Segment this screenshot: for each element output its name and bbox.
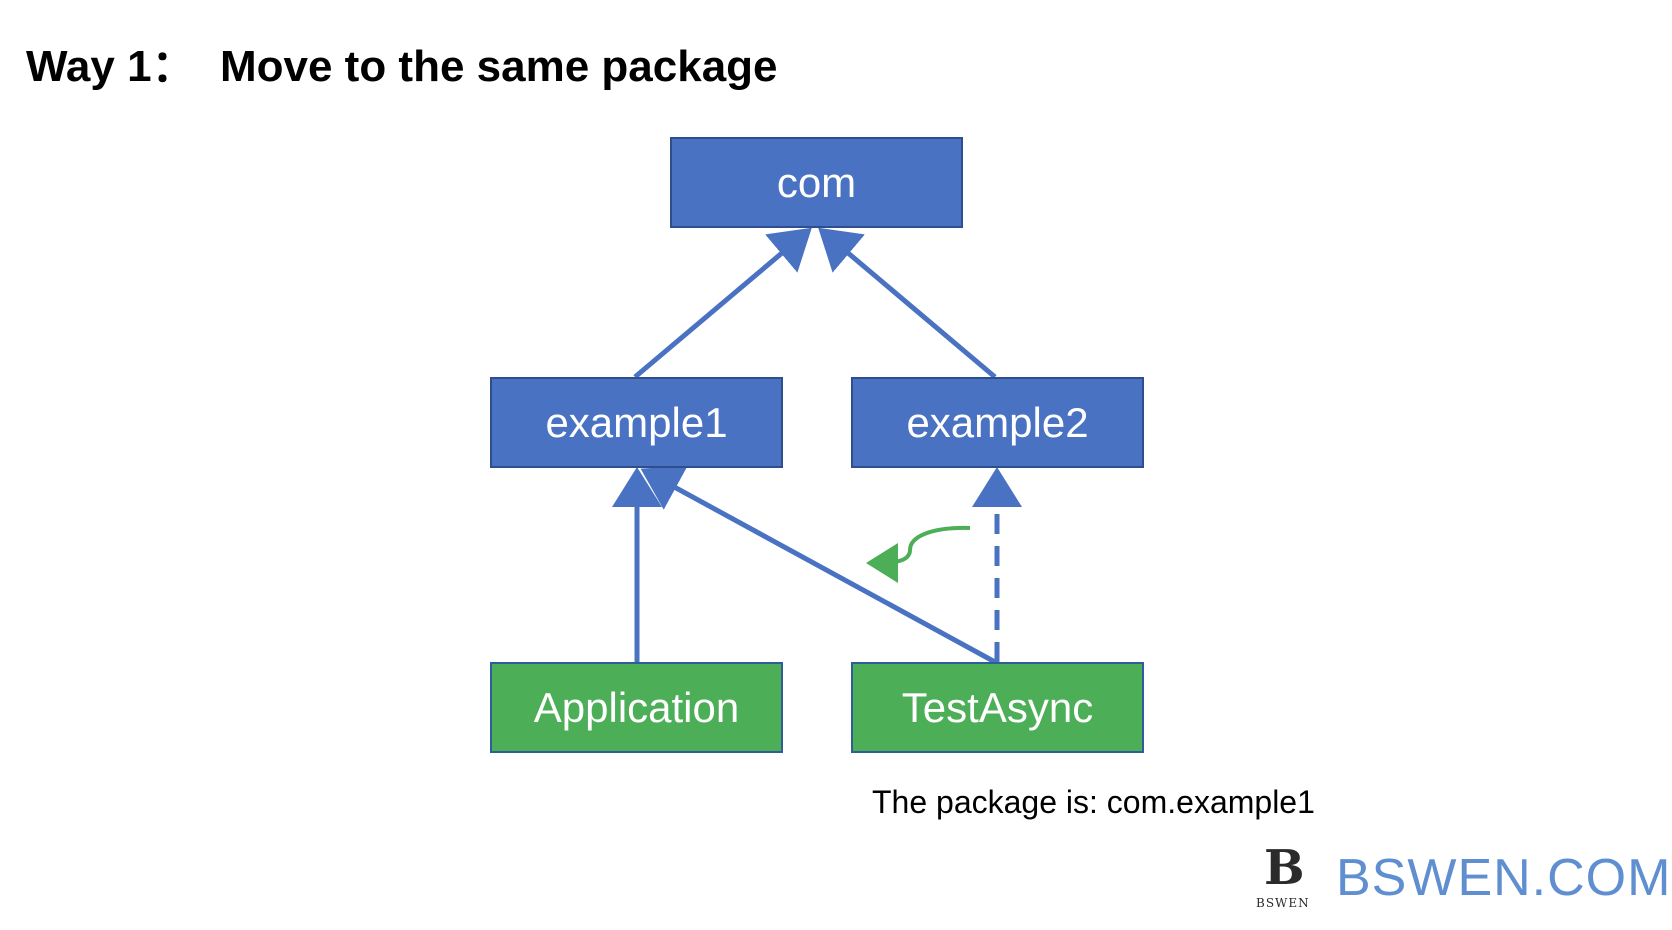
bswen-logo: B BSWEN [1256, 842, 1312, 912]
logo-mark: B [1264, 840, 1305, 896]
arrow-example1-to-com [633, 227, 812, 379]
node-example2: example2 [851, 377, 1144, 468]
move-arrow-icon [866, 525, 971, 583]
package-caption: The package is: com.example1 [872, 784, 1315, 820]
logo-small-text: BSWEN [1256, 896, 1310, 910]
node-testasync: TestAsync [851, 662, 1144, 753]
arrow-example2-to-com [818, 227, 997, 379]
brand-text: BSWEN.COM [1336, 849, 1672, 907]
arrow-testasync-to-example1 [640, 465, 997, 665]
node-example1: example1 [490, 377, 783, 468]
page-title: Way 1： Move to the same package [26, 42, 778, 91]
node-application: Application [490, 662, 783, 753]
node-com: com [670, 137, 963, 228]
